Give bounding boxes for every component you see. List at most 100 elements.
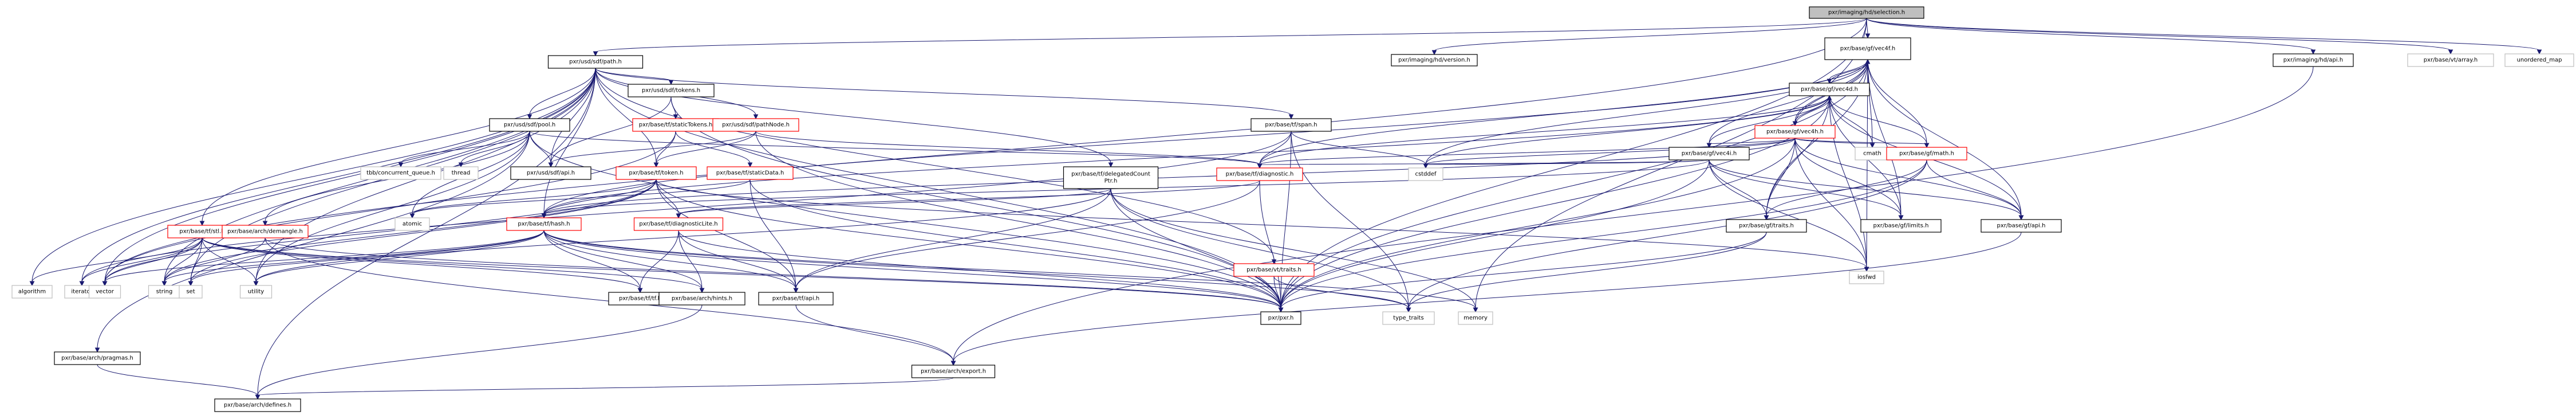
edge-line: [257, 377, 954, 396]
node-pathnode[interactable]: pxr/usd/sdf/pathNode.h: [712, 118, 799, 132]
edge-line: [190, 230, 545, 283]
node-label: pxr/pxr.h: [1268, 315, 1294, 322]
node-hints[interactable]: pxr/base/arch/hints.h: [658, 292, 745, 306]
node-sdfpool[interactable]: pxr/usd/sdf/pool.h: [489, 118, 570, 132]
edge-line: [1866, 18, 2451, 51]
edge-line: [953, 232, 2022, 362]
edge-token-to-iosfwd: [656, 179, 1869, 272]
node-sdftokens[interactable]: pxr/usd/sdf/tokens.h: [628, 84, 715, 97]
node-gflimits[interactable]: pxr/base/gf/limits.h: [1860, 219, 1942, 233]
node-box: [179, 285, 203, 299]
node-label: atomic: [403, 221, 422, 228]
edge-line: [543, 68, 596, 215]
edge-line: [1709, 95, 1830, 144]
node-algorithm: algorithm: [11, 285, 53, 299]
edge-delegated-to-memory: [1110, 188, 1478, 313]
node-label: pxr/base/tf/diagnostic.h: [1226, 171, 1294, 178]
node-diagnostic[interactable]: pxr/base/tf/diagnostic.h: [1216, 167, 1303, 181]
node-gfmath[interactable]: pxr/base/gf/math.h: [1886, 147, 1967, 160]
node-vec4i[interactable]: pxr/base/gf/vec4i.h: [1668, 147, 1750, 160]
edge-line: [1291, 131, 1409, 309]
node-hdversion[interactable]: pxr/imaging/hd/version.h: [1391, 54, 1478, 66]
edge-line: [795, 180, 1260, 289]
node-sdfapi[interactable]: pxr/usd/sdf/api.h: [510, 166, 591, 180]
node-label: pxr/base/tf/delegatedCount: [1071, 171, 1150, 178]
edge-arrowhead: [1257, 163, 1263, 169]
edge-root-to-hdapi: [1866, 18, 2316, 55]
edge-arrowhead: [1898, 215, 1904, 221]
node-root[interactable]: pxr/imaging/hd/selection.h: [1809, 6, 1924, 19]
node-vec4d[interactable]: pxr/base/gf/vec4d.h: [1789, 83, 1870, 96]
edge-line: [1280, 159, 1927, 309]
node-vec4f[interactable]: pxr/base/gf/vec4f.h: [1824, 37, 1911, 60]
edge-line: [164, 237, 203, 283]
node-box: [2273, 53, 2354, 67]
edge-line: [202, 237, 1281, 309]
node-tfhash[interactable]: pxr/base/tf/hash.h: [506, 217, 582, 231]
edge-arrowhead: [398, 162, 404, 168]
edge-sdfpath-to-sdftokens: [595, 68, 674, 85]
node-demangle[interactable]: pxr/base/arch/demangle.h: [222, 225, 309, 238]
node-box: [54, 351, 141, 365]
edge-line: [749, 179, 796, 289]
node-pragmas[interactable]: pxr/base/arch/pragmas.h: [54, 351, 141, 365]
node-statictokens[interactable]: pxr/base/tf/staticTokens.h: [632, 118, 719, 132]
node-diaglite[interactable]: pxr/base/tf/diagnosticLite.h: [633, 217, 724, 231]
node-box: [1789, 83, 1870, 96]
node-box: [712, 118, 799, 132]
edge-vttraits-to-pxrh: [1273, 276, 1284, 313]
node-export[interactable]: pxr/base/arch/export.h: [911, 365, 996, 378]
edge-sdftokens-to-sdfapi: [548, 96, 672, 168]
node-token[interactable]: pxr/base/tf/token.h: [616, 166, 697, 180]
edge-arrowhead: [1288, 114, 1294, 120]
edge-arrowhead: [1406, 307, 1411, 313]
edge-line: [1766, 159, 1927, 217]
edge-line: [1280, 18, 1867, 309]
node-defines[interactable]: pxr/base/arch/defines.h: [214, 398, 301, 412]
node-gftraits[interactable]: pxr/base/gf/traits.h: [1726, 219, 1807, 233]
node-unordered_map: unordered_map: [2504, 53, 2574, 67]
edge-gfapi-to-export: [950, 232, 2022, 366]
edge-arrowhead: [699, 288, 705, 293]
edge-line: [1794, 138, 1873, 144]
edge-line: [104, 131, 676, 283]
node-gfapi[interactable]: pxr/base/gf/api.h: [1981, 219, 2062, 233]
edge-line: [1425, 95, 1830, 165]
node-label: pxr/usd/sdf/tokens.h: [642, 88, 700, 94]
edge-line: [550, 68, 596, 164]
edge-line: [670, 96, 676, 116]
edge-line: [953, 66, 2314, 362]
node-label: vector: [96, 289, 115, 295]
edge-line: [656, 179, 1867, 268]
node-vttraits[interactable]: pxr/base/vt/traits.h: [1233, 263, 1315, 277]
edge-vec4f-to-gfapi: [1867, 59, 2024, 221]
edge-line: [595, 18, 1867, 53]
edge-delegated-to-pxrh: [1110, 188, 1284, 313]
node-span[interactable]: pxr/base/tf/span.h: [1250, 118, 1332, 132]
edge-tfstl-to-vector: [102, 237, 203, 287]
node-vec4h[interactable]: pxr/base/gf/vec4h.h: [1754, 125, 1836, 139]
edge-line: [1273, 276, 1281, 309]
edge-gfmath-to-pxrh: [1278, 159, 1927, 313]
edge-line: [412, 179, 657, 215]
edge-line: [202, 237, 257, 283]
edge-diagnostic-to-pxrh: [1259, 180, 1284, 313]
edge-line: [1794, 138, 1927, 144]
edge-tfhash-to-memory: [543, 230, 1478, 313]
edge-line: [678, 230, 703, 289]
node-atomic: atomic: [395, 217, 430, 231]
edge-line: [255, 188, 1111, 283]
edge-vttraits-to-type_traits: [1273, 276, 1411, 313]
edge-pathnode-to-token: [653, 131, 756, 168]
edge-arrowhead: [409, 213, 415, 219]
node-tfapi[interactable]: pxr/base/tf/api.h: [758, 292, 834, 306]
node-cstddef: cstddef: [1408, 167, 1443, 181]
node-hdapi[interactable]: pxr/imaging/hd/api.h: [2273, 53, 2354, 67]
node-staticdata[interactable]: pxr/base/tf/staticData.h: [707, 166, 794, 180]
node-sdfpath[interactable]: pxr/usd/sdf/path.h: [547, 55, 644, 69]
edge-line: [81, 68, 596, 283]
node-pxrh[interactable]: pxr/pxr.h: [1260, 311, 1301, 325]
edges-layer: [29, 18, 2542, 400]
edge-arrowhead: [2448, 49, 2453, 55]
